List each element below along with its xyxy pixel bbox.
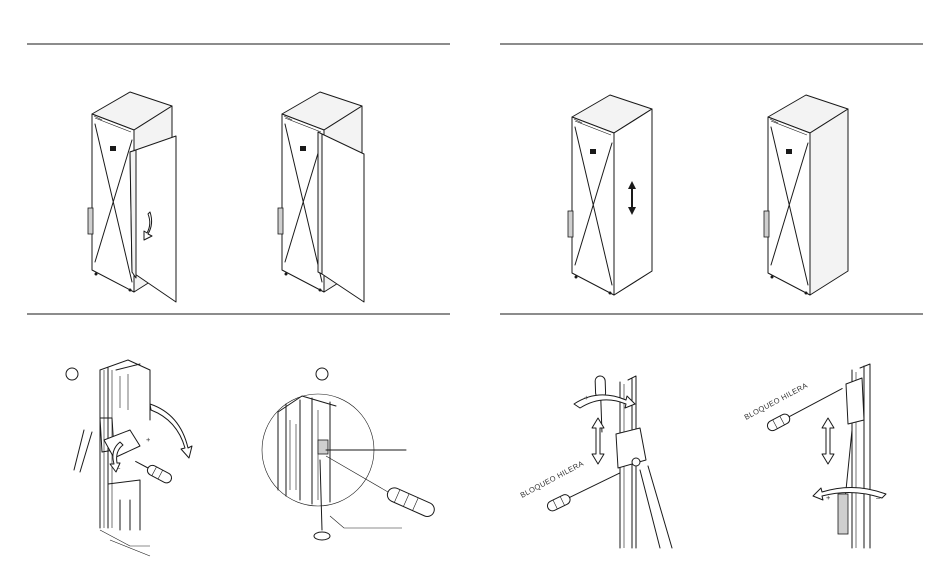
plus-label: + (584, 393, 589, 402)
cabinet-closed (764, 95, 848, 295)
plus-label: + (826, 493, 831, 502)
cabinet-closed-arrow (568, 95, 652, 295)
vertical-double-arrow-icon (822, 418, 834, 464)
hinge-zoom-detail (262, 368, 437, 540)
vertical-double-arrow-icon (592, 418, 604, 464)
cabinet-door-open-1 (88, 92, 176, 302)
curved-arrow-icon (150, 404, 192, 458)
hinge-lock-label-left: BLOQUEO HILERA (519, 459, 585, 500)
step-marker-b (316, 368, 328, 380)
screwdriver-icon (385, 486, 436, 519)
hinge-lock-detail-b: BLOQUEO HILERA + – (743, 364, 886, 548)
cabinet-door-open-2 (278, 92, 364, 302)
step-marker-a (66, 368, 78, 380)
minus-label: – (876, 493, 881, 502)
plus-label: + (146, 435, 151, 444)
hinge-detail-a: + – (66, 360, 192, 556)
hinge-lock-detail-a: + BLOQUEO HILERA (519, 376, 672, 548)
hinge-lock-label-right: BLOQUEO HILERA (743, 381, 809, 422)
